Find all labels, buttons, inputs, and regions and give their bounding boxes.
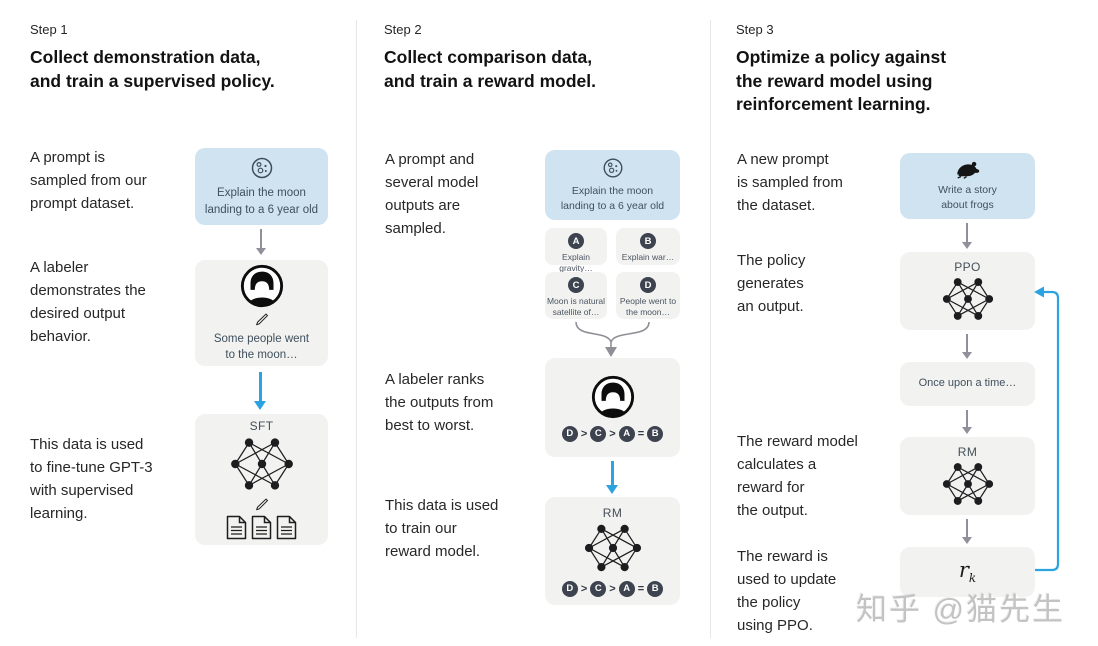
ranking-row: D > C > A = B: [561, 425, 664, 442]
person-icon: [590, 374, 636, 420]
step1-prompt-text: Explain the moon landing to a 6 year old: [204, 187, 319, 216]
documents-icon: [226, 515, 297, 540]
rank-badge: D: [561, 580, 578, 597]
neural-network-icon: [572, 522, 654, 574]
arrow-down-icon: [960, 223, 974, 249]
step1-title: Collect demonstration data, and train a …: [30, 47, 275, 91]
rank-badge: A: [618, 580, 635, 597]
rm-label: RM: [602, 505, 623, 520]
step3-caption-update: The reward is used to update the policy …: [737, 548, 837, 634]
step2-labeler-box: D > C > A = B: [545, 358, 680, 457]
step3-caption-new-prompt: A new prompt is sampled from the dataset…: [737, 151, 843, 214]
output-card-c: C Moon is natural satellite of…: [545, 272, 607, 319]
step3-output-text: Once upon a time…: [918, 377, 1017, 390]
step1-caption-prompt: A prompt is sampled from our prompt data…: [30, 149, 147, 212]
moon-icon: [249, 155, 275, 181]
merge-arrow-icon: [575, 321, 650, 357]
reward-value: rk: [959, 558, 976, 585]
output-card-text: Explain gravity…: [559, 252, 593, 274]
rank-operator: >: [609, 582, 616, 595]
ppo-label: PPO: [954, 260, 981, 274]
step3-prompt-text: Write a story about frogs: [938, 183, 997, 211]
arrow-down-icon: [960, 410, 974, 434]
output-letter-badge: B: [640, 233, 656, 249]
step1-caption-labeler: A labeler demonstrates the desired outpu…: [30, 259, 146, 345]
output-letter-badge: C: [568, 277, 584, 293]
arrow-down-icon: [253, 372, 267, 410]
step2-prompt-text: Explain the moon landing to a 6 year old: [560, 185, 665, 212]
rm-label: RM: [957, 445, 978, 459]
neural-network-icon: [218, 435, 306, 493]
rank-badge: B: [647, 425, 664, 442]
rank-operator: =: [637, 427, 645, 440]
output-card-text: People went to the moon…: [619, 296, 677, 318]
step3-label: Step 3: [736, 22, 774, 37]
step2-prompt-box: Explain the moon landing to a 6 year old: [545, 150, 680, 220]
pencil-icon: [254, 497, 269, 512]
rank-badge: C: [590, 580, 607, 597]
step3-prompt-box: Write a story about frogs: [900, 153, 1035, 219]
step2-rm-box: RM D > C > A: [545, 497, 680, 605]
rank-operator: >: [580, 582, 588, 595]
rank-operator: >: [609, 427, 616, 440]
zhihu-watermark: 知乎 @猫先生: [856, 592, 1066, 627]
moon-icon: [601, 156, 625, 180]
step2-label: Step 2: [384, 22, 422, 37]
feedback-loop-arrow-icon: [1034, 286, 1060, 572]
column-divider: [710, 20, 711, 638]
reward-subscript: k: [968, 571, 977, 586]
arrow-down-icon: [605, 461, 619, 494]
output-letter-badge: A: [568, 233, 584, 249]
step2-caption-sampled: A prompt and several model outputs are s…: [385, 151, 479, 237]
step3-title: Optimize a policy against the reward mod…: [736, 47, 947, 114]
output-letter-badge: D: [640, 277, 656, 293]
step1-prompt-box: Explain the moon landing to a 6 year old: [195, 148, 328, 225]
step3-output-box: Once upon a time…: [900, 362, 1035, 406]
pencil-icon: [254, 312, 269, 327]
person-icon: [239, 263, 285, 309]
rank-badge: A: [618, 425, 635, 442]
output-card-text: Moon is natural satellite of…: [546, 296, 606, 318]
step2-caption-ranks: A labeler ranks the outputs from best to…: [385, 371, 494, 434]
step1-sft-box: SFT: [195, 414, 328, 545]
arrow-down-icon: [254, 229, 268, 255]
rank-badge: D: [561, 425, 578, 442]
arrow-down-icon: [960, 519, 974, 544]
output-card-d: D People went to the moon…: [616, 272, 680, 319]
neural-network-icon: [932, 276, 1004, 322]
column-divider: [356, 20, 357, 638]
step2-title: Collect comparison data, and train a rew…: [384, 47, 596, 91]
rank-operator: =: [637, 582, 645, 595]
step3-caption-reward: The reward model calculates a reward for…: [737, 433, 858, 519]
frog-icon: [954, 160, 982, 179]
step3-rm-box: RM: [900, 437, 1035, 515]
step3-caption-policy: The policy generates an output.: [737, 252, 806, 315]
step1-caption-finetune: This data is used to fine-tune GPT-3 wit…: [30, 436, 153, 522]
reward-variable: r: [958, 558, 969, 583]
step2-caption-train: This data is used to train our reward mo…: [385, 497, 499, 560]
output-card-a: A Explain gravity…: [545, 228, 607, 273]
step3-reward-box: rk: [900, 547, 1035, 597]
output-card-text: Explain war…: [621, 252, 675, 262]
rank-operator: >: [580, 427, 588, 440]
output-card-b: B Explain war…: [616, 228, 680, 265]
rank-badge: B: [647, 580, 664, 597]
step1-labeler-box: Some people went to the moon…: [195, 260, 328, 366]
neural-network-icon: [932, 461, 1004, 507]
step1-demo-text: Some people went to the moon…: [213, 332, 310, 361]
rank-badge: C: [590, 425, 607, 442]
step1-label: Step 1: [30, 22, 68, 37]
ranking-row: D > C > A = B: [561, 580, 664, 597]
sft-label: SFT: [249, 419, 274, 433]
arrow-down-icon: [960, 334, 974, 359]
step3-ppo-box: PPO: [900, 252, 1035, 330]
